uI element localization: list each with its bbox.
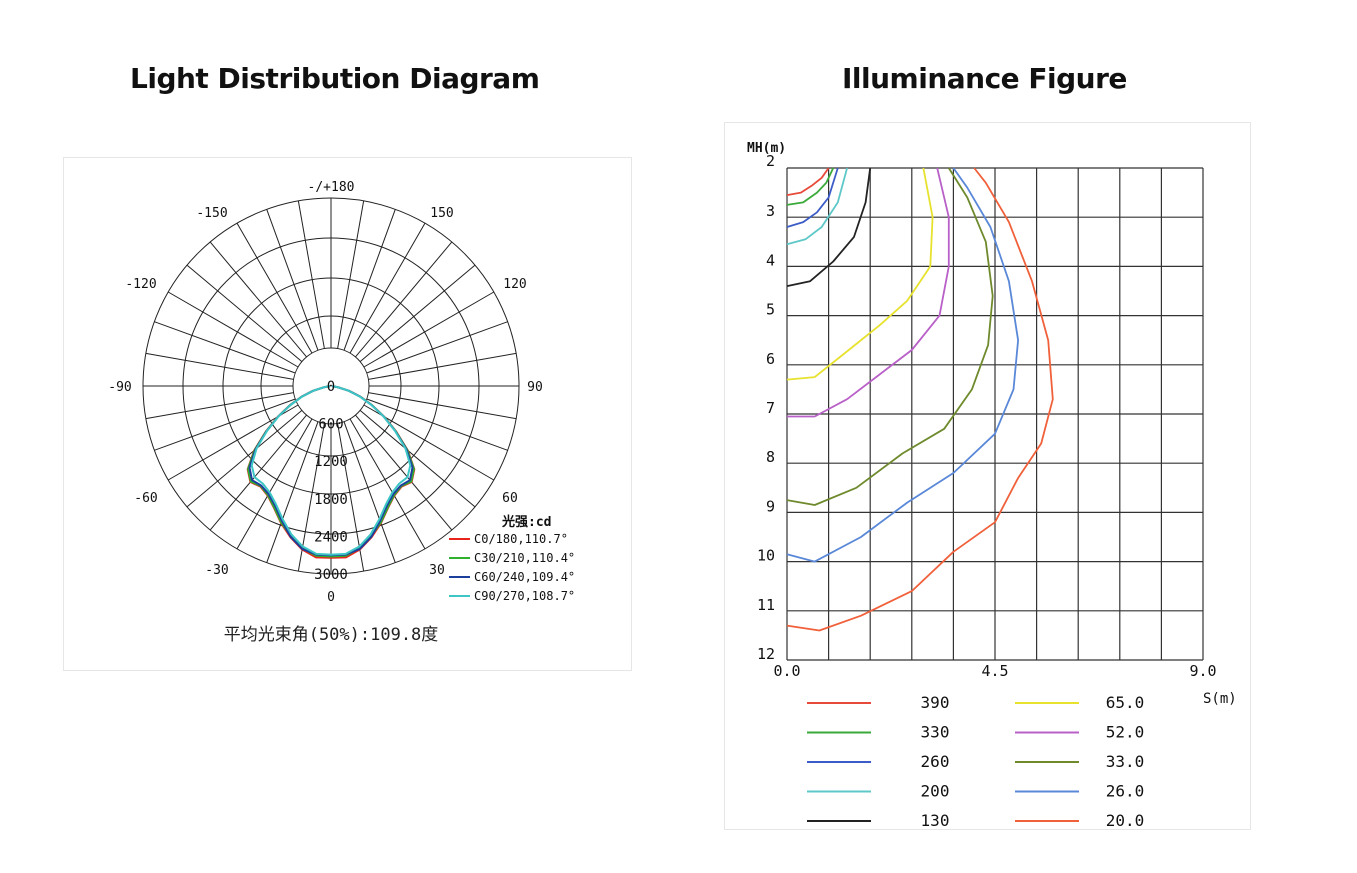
polar-spoke — [355, 241, 453, 358]
isolux-contour-line — [786, 167, 839, 228]
polar-spoke — [359, 264, 476, 362]
polar-spoke — [337, 200, 365, 349]
polar-spoke — [266, 209, 319, 351]
angle-tick-label: -150 — [196, 206, 227, 221]
isolux-contour-line — [787, 167, 950, 418]
angle-tick-label: 150 — [430, 206, 453, 221]
legend-label: 33.0 — [1106, 752, 1145, 771]
angle-tick-label: -120 — [125, 277, 156, 292]
radial-tick-label: 2400 — [314, 529, 348, 545]
radial-tick-label: 3000 — [314, 567, 348, 583]
y-tick-label: 10 — [757, 547, 775, 565]
y-axis-label: MH(m) — [747, 141, 786, 156]
y-tick-label: 9 — [766, 497, 775, 515]
polar-spoke — [366, 398, 508, 451]
y-tick-label: 5 — [766, 301, 775, 319]
polar-spoke — [343, 209, 396, 351]
polar-spoke — [363, 291, 495, 368]
angle-tick-label: -90 — [108, 380, 131, 395]
x-axis-label: S(m) — [1203, 691, 1237, 707]
legend-label: C90/270,108.7° — [474, 589, 575, 603]
polar-spoke — [349, 222, 426, 354]
polar-spoke — [186, 410, 303, 508]
legend-label: 200 — [921, 782, 950, 801]
polar-spoke — [349, 418, 426, 550]
angle-tick-label: -30 — [205, 563, 228, 578]
illuminance-title: Illuminance Figure — [842, 62, 1127, 95]
x-tick-label: 0.0 — [773, 662, 800, 680]
polar-spoke — [297, 200, 325, 349]
beam-angle-caption: 平均光束角(50%):109.8度 — [224, 625, 439, 645]
y-tick-label: 11 — [757, 596, 775, 614]
isolux-contour-line — [786, 167, 872, 287]
polar-spoke — [145, 352, 294, 380]
isolux-contour-line — [786, 167, 835, 206]
isolux-contour-line — [786, 167, 830, 196]
polar-spoke — [266, 421, 319, 563]
polar-spoke — [154, 398, 296, 451]
legend-label: 260 — [921, 752, 950, 771]
isolux-chart: MH(m)2 3 4 5 6 7 8 9 10 11 120.0 4.5 9.0S(m) 390 330 26… — [747, 141, 1237, 830]
polar-spoke — [186, 264, 303, 362]
polar-spoke — [368, 352, 517, 380]
isolux-contour-line — [786, 167, 934, 381]
angle-tick-label: 60 — [502, 491, 518, 506]
x-tick-label: 4.5 — [981, 662, 1008, 680]
y-tick-label: 6 — [766, 350, 775, 368]
unit-label: 光强:cd — [501, 514, 551, 530]
legend-label: C60/240,109.4° — [474, 570, 575, 584]
polar-spoke — [209, 414, 307, 531]
polar-spoke — [167, 291, 299, 368]
legend-label: 20.0 — [1106, 811, 1145, 829]
legend-label: 26.0 — [1106, 782, 1145, 801]
legend-label: 330 — [921, 723, 950, 742]
y-tick-label: 3 — [766, 202, 775, 220]
polar-spoke — [236, 418, 313, 550]
polar-spoke — [154, 321, 296, 374]
y-tick-label: 2 — [766, 152, 775, 170]
angle-tick-label: -/+180 — [308, 180, 355, 195]
y-tick-label: 4 — [766, 251, 775, 269]
polar-spoke — [343, 421, 396, 563]
polar-spoke — [359, 410, 476, 508]
polar-series-line — [250, 385, 412, 556]
y-tick-label: 12 — [757, 645, 775, 663]
radial-tick-label: 600 — [318, 417, 343, 433]
legend-label: 390 — [921, 693, 950, 712]
legend-label: 130 — [921, 811, 950, 829]
y-tick-label: 7 — [766, 399, 775, 417]
polar-spoke — [366, 321, 508, 374]
polar-spoke — [209, 241, 307, 358]
polar-spoke — [236, 222, 313, 354]
legend-label: C30/210,110.4° — [474, 551, 575, 565]
isolux-contour-line — [786, 167, 1019, 563]
legend-label: 65.0 — [1106, 693, 1145, 712]
angle-tick-label: -60 — [134, 491, 157, 506]
polar-spoke — [145, 392, 294, 420]
isolux-contour-line — [786, 167, 994, 506]
x-tick-label: 9.0 — [1189, 662, 1216, 680]
polar-spoke — [355, 414, 453, 531]
isolux-contour-line — [786, 167, 848, 246]
angle-tick-label: 120 — [503, 277, 526, 292]
radial-tick-label: 0 — [327, 379, 335, 395]
polar-spoke — [368, 392, 517, 420]
angle-tick-label: 30 — [429, 563, 445, 578]
legend-label: 52.0 — [1106, 723, 1145, 742]
light-distribution-title: Light Distribution Diagram — [130, 62, 540, 95]
radial-tick-label: 1200 — [314, 454, 348, 470]
isolux-contour-line — [786, 167, 1054, 632]
legend-label: C0/180,110.7° — [474, 532, 568, 546]
angle-tick-label: 90 — [527, 380, 543, 395]
radial-tick-label: 1800 — [314, 492, 348, 508]
angle-tick-label: 0 — [327, 590, 335, 605]
y-tick-label: 8 — [766, 448, 775, 466]
